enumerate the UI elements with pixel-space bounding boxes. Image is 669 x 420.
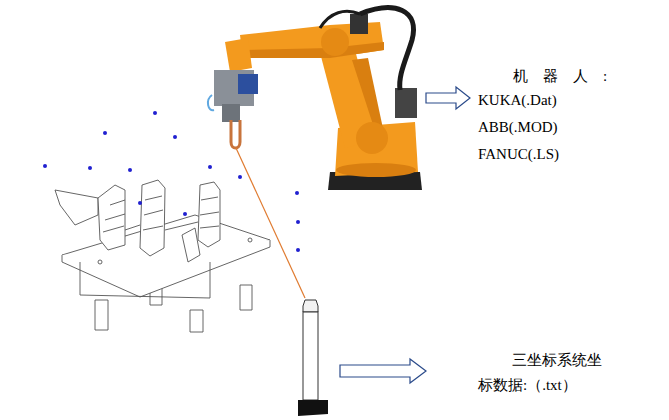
fixture-frame xyxy=(80,262,210,298)
tracker-head xyxy=(303,300,318,312)
fixture-clamp xyxy=(98,185,125,250)
fixture-plate-edge xyxy=(62,240,270,297)
fixture-clamp xyxy=(182,228,200,262)
robot-cable xyxy=(320,11,360,28)
clamp-detail xyxy=(143,196,163,230)
clamp-detail xyxy=(200,197,219,228)
block-arrow xyxy=(340,359,426,383)
fixture-leg xyxy=(190,310,203,332)
hose xyxy=(208,95,214,110)
measure-point xyxy=(173,135,177,139)
tracker-column xyxy=(303,312,318,400)
measure-point xyxy=(128,168,132,172)
measure-point xyxy=(183,212,187,216)
measure-point xyxy=(153,111,157,115)
electrode xyxy=(231,120,240,148)
measure-point xyxy=(208,165,212,169)
measure-point xyxy=(103,131,107,135)
fixture-clamp xyxy=(140,180,165,256)
fixture-leg xyxy=(240,285,252,310)
fixture-hole xyxy=(248,238,252,242)
welding-gun-valve xyxy=(238,74,258,94)
robot-cable xyxy=(360,8,413,90)
measure-points xyxy=(43,111,300,252)
block-arrow xyxy=(426,87,470,109)
measure-point xyxy=(238,175,242,179)
measure-point xyxy=(138,201,142,205)
measure-point xyxy=(295,191,299,195)
fixture-leg xyxy=(95,300,108,330)
welding-gun-body xyxy=(222,104,240,122)
clamp-detail xyxy=(103,200,125,232)
laser-tracker xyxy=(298,300,328,416)
robot-elbow xyxy=(321,28,349,56)
fixture-hopper xyxy=(55,190,98,225)
file-format: KUKA(.Dat) xyxy=(478,90,557,110)
robot-shoulder xyxy=(356,122,388,154)
tracker-base xyxy=(298,400,328,416)
laser-beam xyxy=(236,148,305,298)
measure-point xyxy=(296,248,300,252)
robot-upper-arm-shade xyxy=(243,42,384,58)
robot-turret-ring xyxy=(336,163,416,177)
measure-point xyxy=(296,220,300,224)
measure-point xyxy=(43,164,47,168)
robot-motor xyxy=(350,14,368,34)
tracker-data-note: 三坐标系统坐标数据:（.txt） xyxy=(478,348,610,398)
robot-wrist xyxy=(225,38,252,72)
file-format: FANUC(.LS) xyxy=(478,144,559,164)
measure-point xyxy=(88,166,92,170)
robot-motor xyxy=(395,88,417,118)
robot-heading: 机器人: xyxy=(513,66,622,86)
file-format: ABB(.MOD) xyxy=(478,117,558,137)
fixture-rail xyxy=(125,222,198,230)
robot xyxy=(208,8,422,190)
fixture-clamp xyxy=(198,182,220,247)
welding-fixture xyxy=(55,180,270,332)
fixture-hole xyxy=(98,260,102,264)
